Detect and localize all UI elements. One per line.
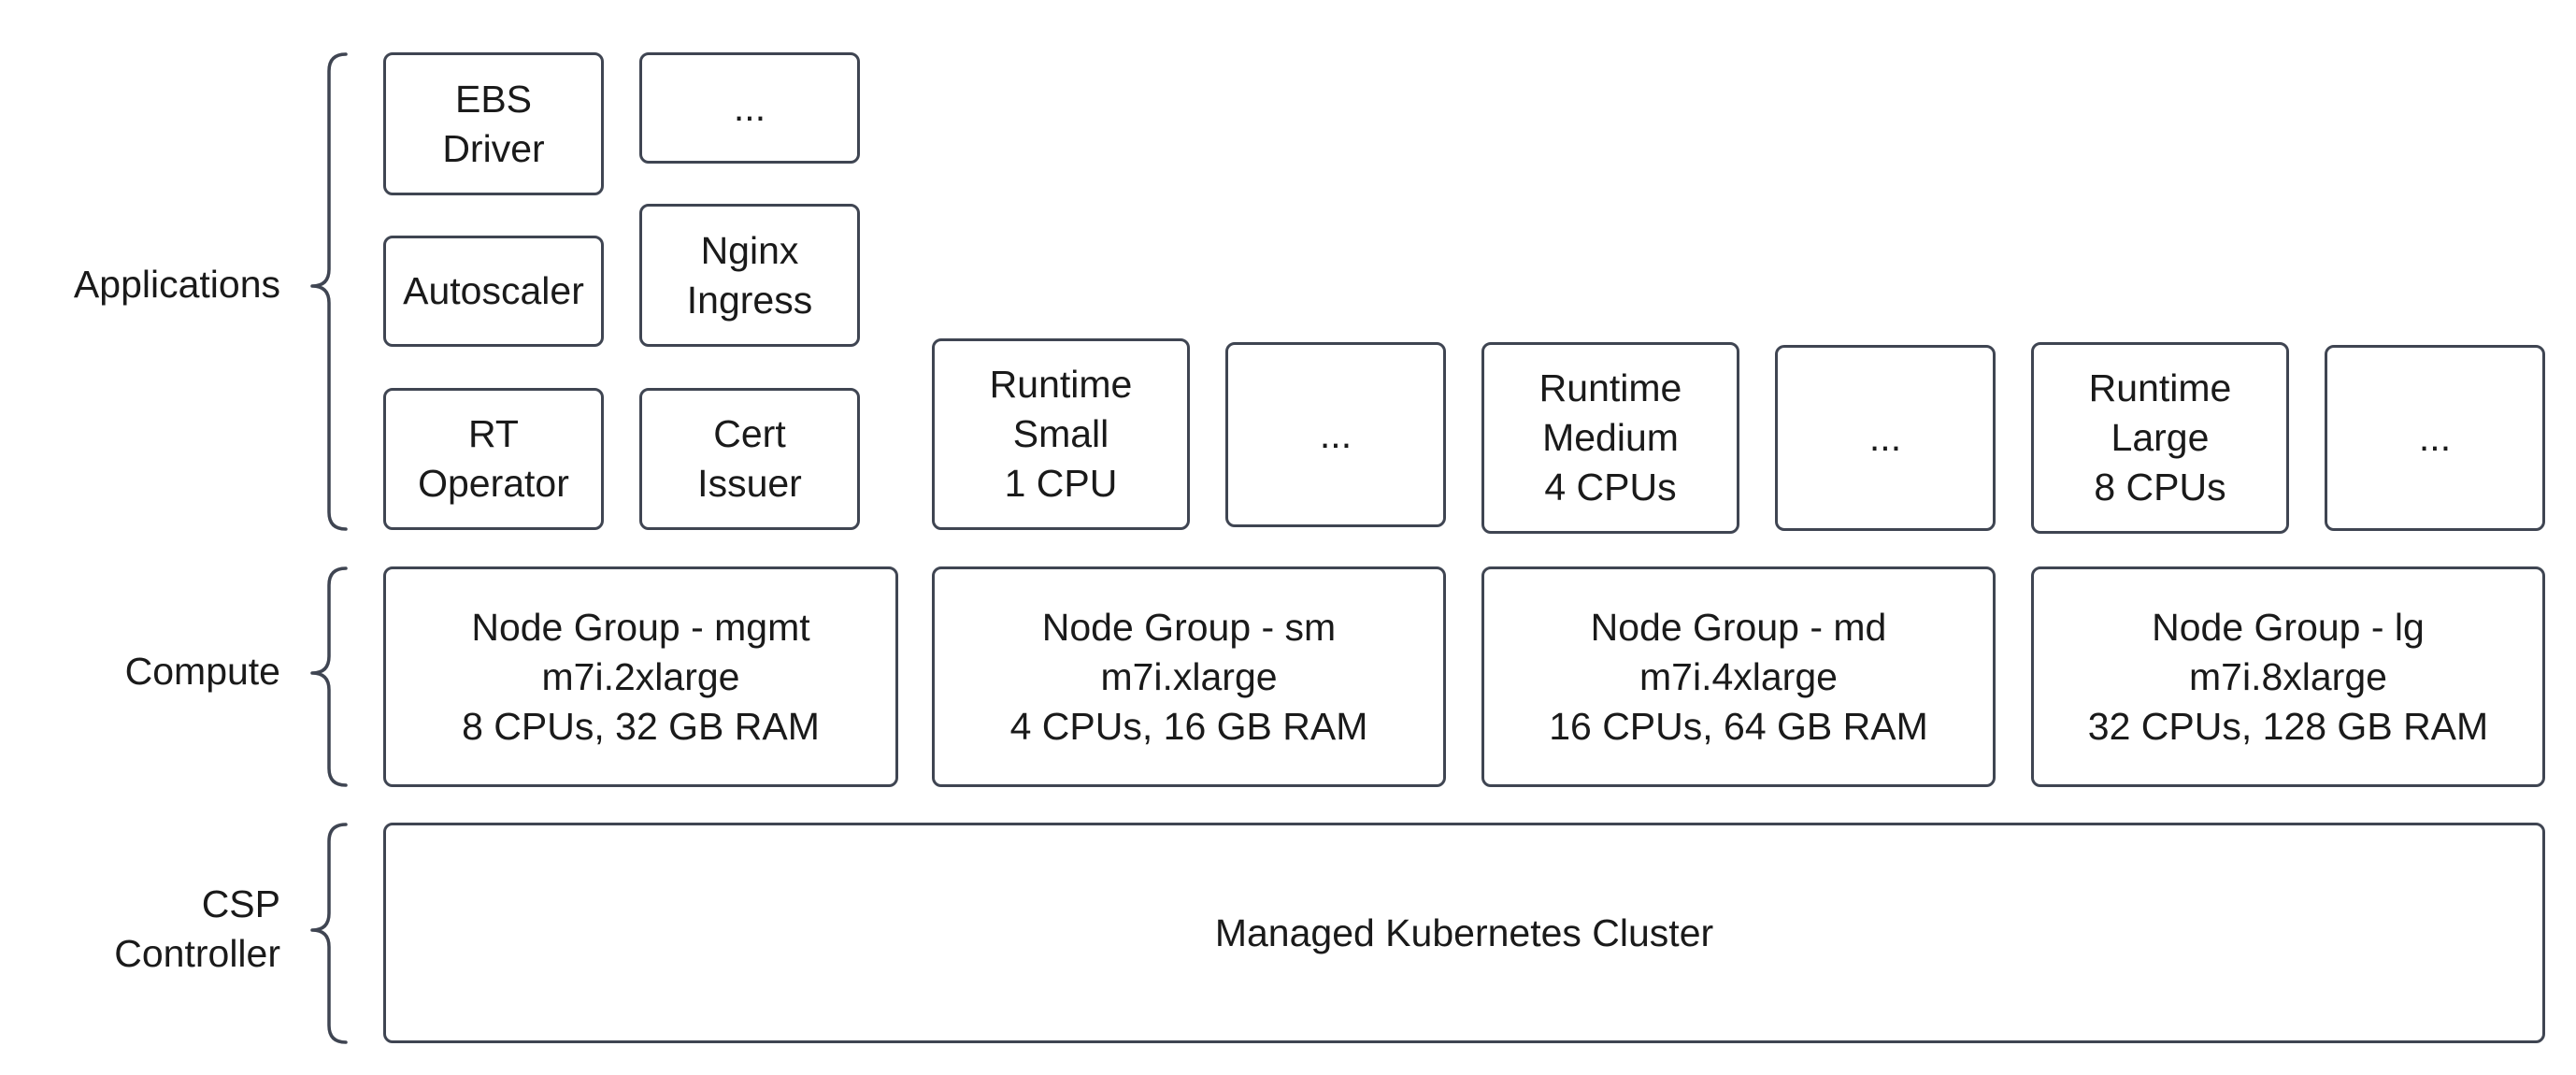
runtime-small-box: Runtime Small 1 CPU (932, 338, 1190, 530)
cert-issuer-box: Cert Issuer (639, 388, 860, 530)
box-line: Node Group - md (1590, 605, 1887, 649)
box-line: Node Group - lg (2152, 605, 2425, 649)
box-line: ... (2418, 416, 2452, 459)
label-line: Controller (114, 932, 280, 975)
managed-kubernetes-cluster-box: Managed Kubernetes Cluster (383, 823, 2545, 1043)
box-line: Managed Kubernetes Cluster (1214, 910, 1714, 954)
box-line: Operator (418, 462, 569, 505)
box-line: 16 CPUs, 64 GB RAM (1549, 704, 1928, 748)
box-line: Cert (713, 412, 786, 455)
autoscaler-box: Autoscaler (383, 236, 604, 347)
box-line: 8 CPUs, 32 GB RAM (462, 704, 820, 748)
csp-controller-layer-label: CSP Controller (114, 880, 280, 979)
node-group-lg-box: Node Group - lg m7i.8xlarge 32 CPUs, 128… (2031, 566, 2545, 787)
compute-brace (310, 566, 348, 787)
box-line: 4 CPUs (1544, 466, 1677, 509)
box-line: m7i.8xlarge (2189, 654, 2387, 698)
node-group-mgmt-box: Node Group - mgmt m7i.2xlarge 8 CPUs, 32… (383, 566, 898, 787)
label-line: CSP (201, 882, 280, 925)
box-line: Medium (1542, 416, 1679, 459)
medium-more-apps-box: ... (1775, 345, 1996, 531)
box-line: Runtime (1538, 366, 1682, 409)
applications-brace (310, 52, 348, 531)
label-line: Applications (73, 263, 280, 306)
box-line: Issuer (697, 462, 802, 505)
ebs-driver-box: EBS Driver (383, 52, 604, 195)
csp-controller-brace (310, 823, 348, 1044)
nginx-ingress-box: Nginx Ingress (639, 204, 860, 347)
box-line: Driver (442, 126, 545, 170)
box-line: ... (1868, 416, 1902, 459)
box-line: Node Group - mgmt (471, 605, 810, 649)
box-line: Ingress (686, 278, 813, 322)
small-more-apps-box: ... (1225, 342, 1446, 527)
box-line: 32 CPUs, 128 GB RAM (2087, 704, 2489, 748)
box-line: m7i.4xlarge (1639, 654, 1838, 698)
runtime-large-box: Runtime Large 8 CPUs (2031, 342, 2289, 534)
box-line: Node Group - sm (1041, 605, 1337, 649)
runtime-medium-box: Runtime Medium 4 CPUs (1481, 342, 1739, 534)
box-line: ... (1319, 412, 1352, 456)
box-line: Small (1012, 412, 1109, 455)
applications-layer-label: Applications (74, 260, 280, 309)
box-line: Nginx (700, 228, 799, 272)
box-line: Runtime (989, 363, 1133, 406)
box-line: RT (468, 412, 519, 455)
box-line: Runtime (2088, 366, 2232, 409)
box-line: EBS (454, 77, 533, 121)
box-line: 8 CPUs (2094, 466, 2226, 509)
large-more-apps-box: ... (2325, 345, 2545, 531)
box-line: m7i.xlarge (1100, 654, 1278, 698)
mgmt-more-apps-box: ... (639, 52, 860, 164)
node-group-sm-box: Node Group - sm m7i.xlarge 4 CPUs, 16 GB… (932, 566, 1446, 787)
box-line: ... (733, 86, 766, 129)
box-line: m7i.2xlarge (541, 654, 740, 698)
box-line: 4 CPUs, 16 GB RAM (1009, 704, 1368, 748)
box-line: Autoscaler (403, 269, 584, 312)
box-line: 1 CPU (1004, 462, 1118, 505)
box-line: Large (2111, 416, 2210, 459)
compute-layer-label: Compute (125, 647, 280, 696)
rt-operator-box: RT Operator (383, 388, 604, 530)
label-line: Compute (124, 650, 280, 693)
node-group-md-box: Node Group - md m7i.4xlarge 16 CPUs, 64 … (1481, 566, 1996, 787)
